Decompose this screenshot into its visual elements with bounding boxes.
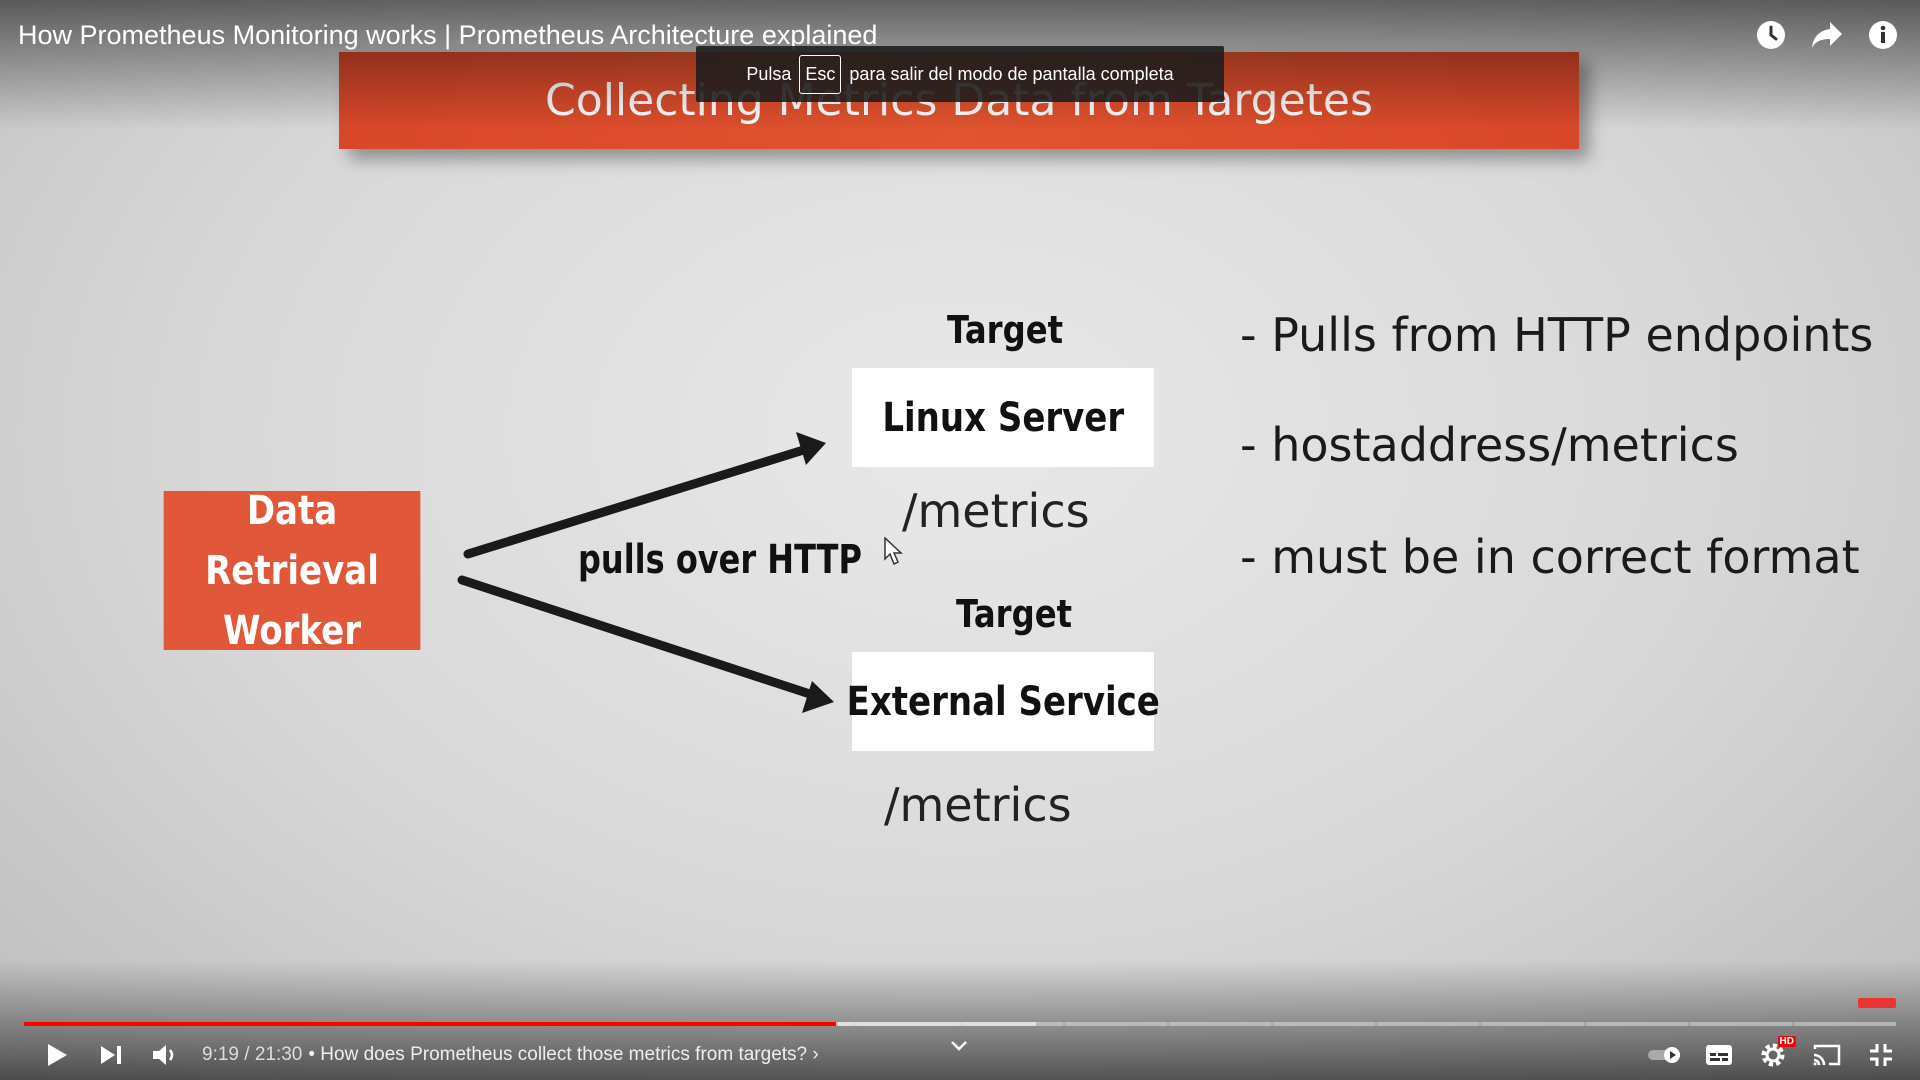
toast-prefix: Pulsa (746, 63, 792, 84)
exit-fullscreen-button[interactable] (1854, 1030, 1908, 1080)
bullet-2: - hostaddress/metrics (1240, 418, 1739, 472)
play-icon (48, 1044, 67, 1066)
bullet-1: - Pulls from HTTP endpoints (1240, 308, 1874, 362)
arrow-to-external-service (457, 575, 834, 713)
bullet-3: - must be in correct format (1240, 530, 1860, 584)
external-service-text: External Service (846, 678, 1160, 725)
settings-icon (1761, 1043, 1785, 1067)
worker-line1: Data Retrieval (205, 487, 379, 594)
metrics-path-1: /metrics (902, 484, 1090, 538)
autoplay-toggle-icon (1648, 1047, 1680, 1063)
chapter-segment[interactable] (1482, 1022, 1584, 1026)
chapter-segment[interactable] (1690, 1022, 1792, 1026)
chapter-segment[interactable] (1794, 1022, 1897, 1026)
info-icon[interactable] (1866, 18, 1900, 52)
fullscreen-toast: Pulsa Esc para salir del modo de pantall… (696, 46, 1224, 102)
subtitles-button[interactable] (1692, 1030, 1746, 1080)
progress-buffered (838, 1022, 1036, 1026)
volume-button[interactable] (138, 1030, 192, 1080)
external-service-box: External Service (846, 652, 1160, 751)
autoplay-toggle[interactable] (1638, 1030, 1692, 1080)
chapter-segment[interactable] (1586, 1022, 1688, 1026)
target-label-2: Target (956, 592, 1073, 636)
mouse-cursor-icon (884, 537, 903, 566)
cast-button[interactable] (1800, 1030, 1854, 1080)
target-label-1: Target (947, 308, 1064, 352)
metrics-path-2: /metrics (884, 778, 1072, 832)
toast-esc-key: Esc (799, 54, 842, 94)
settings-button[interactable]: HD (1746, 1030, 1800, 1080)
top-icons (1754, 18, 1900, 52)
volume-icon (153, 1045, 174, 1065)
toast-suffix: para salir del modo de pantalla completa (849, 63, 1174, 84)
next-button[interactable] (84, 1030, 138, 1080)
bottom-shade (0, 960, 1920, 1080)
watch-later-icon[interactable] (1754, 18, 1788, 52)
play-button[interactable] (30, 1030, 84, 1080)
progress-played (24, 1022, 836, 1026)
share-icon[interactable] (1810, 18, 1844, 52)
arrow-to-linux-server (463, 432, 826, 559)
linux-server-text: Linux Server (882, 394, 1124, 441)
worker-line2: Worker (223, 607, 361, 654)
subscribe-watermark[interactable] (1858, 998, 1896, 1008)
pulls-over-http-label: pulls over HTTP (578, 537, 862, 583)
next-icon (101, 1046, 121, 1064)
hd-badge: HD (1777, 1036, 1796, 1047)
video-title[interactable]: How Prometheus Monitoring works | Promet… (18, 20, 878, 50)
chevron-down-icon[interactable] (950, 1040, 968, 1052)
data-retrieval-worker-box: Data Retrieval Worker (163, 488, 421, 654)
exit-fullscreen-icon (1870, 1044, 1892, 1066)
chapter-segment[interactable] (1378, 1022, 1480, 1026)
chapter-segment[interactable] (1065, 1022, 1167, 1026)
time-display: 9:19 / 21:30 (202, 1044, 303, 1065)
player-controls: 9:19 / 21:30 • How does Prometheus colle… (0, 1030, 1920, 1080)
chapter-title[interactable]: • How does Prometheus collect those metr… (308, 1044, 819, 1065)
chapter-segment[interactable] (1169, 1022, 1272, 1026)
chapter-segment[interactable] (1274, 1022, 1376, 1026)
linux-server-box: Linux Server (852, 368, 1154, 467)
subtitles-icon (1706, 1045, 1732, 1065)
cast-icon (1813, 1044, 1841, 1066)
right-controls: HD (1638, 1030, 1908, 1080)
